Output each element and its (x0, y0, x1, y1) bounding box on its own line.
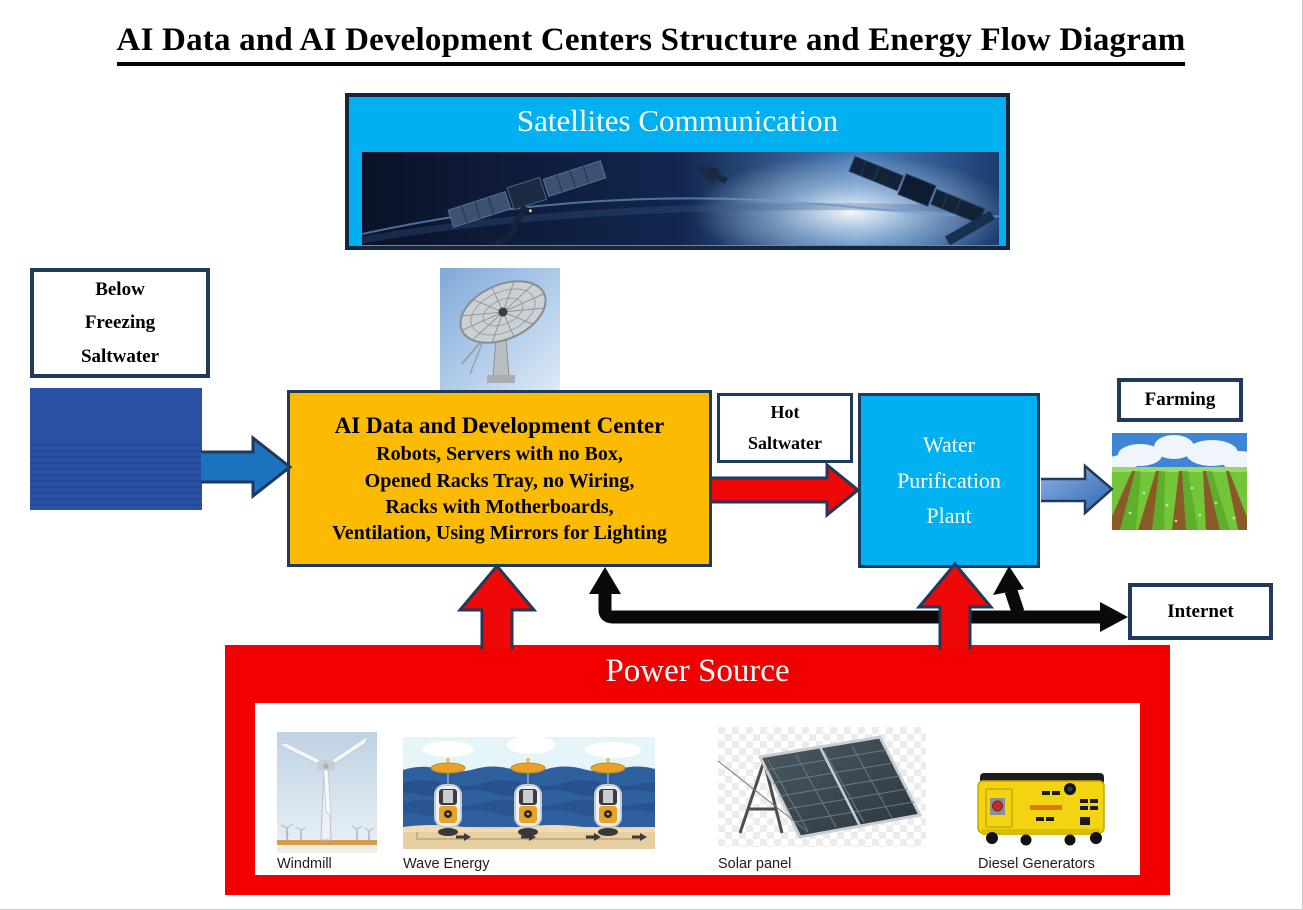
solar-panel-image (718, 727, 926, 847)
wave-device-icon (430, 758, 626, 836)
wave-energy-caption: Wave Energy (403, 856, 490, 872)
below-freezing-box: Below Freezing Saltwater (30, 268, 210, 378)
solar-panel-caption: Solar panel (718, 856, 792, 872)
hot-saltwater-box: Hot Saltwater (717, 393, 853, 463)
ai-center-box: AI Data and Development Center Robots, S… (287, 390, 712, 567)
internet-box: Internet (1128, 583, 1273, 640)
arrow-ocean-to-center (201, 434, 293, 500)
dish-icon (459, 280, 547, 344)
satellites-title: Satellites Communication (516, 103, 839, 138)
diesel-generators-image (977, 773, 1105, 846)
water-purification-plant-box: Water Purification Plant (858, 393, 1040, 568)
farming-image (1112, 433, 1247, 530)
ocean-image (30, 388, 202, 510)
page-title: AI Data and AI Development Centers Struc… (0, 22, 1302, 66)
arrow-center-to-plant (712, 461, 861, 519)
ai-center-title: AI Data and Development Center (334, 413, 665, 439)
windmill-caption: Windmill (277, 856, 332, 872)
arrow-plant-to-farming (1041, 463, 1114, 516)
satellite-icon (944, 210, 996, 245)
arrow-power-to-plant (915, 561, 995, 649)
internet-connector-arrow (589, 566, 1128, 632)
power-source-title: Power Source (605, 653, 790, 689)
satellite-icon (447, 160, 607, 245)
windmill-image (277, 732, 377, 853)
power-source-box: Power Source (225, 645, 1170, 895)
wave-energy-image (403, 737, 655, 849)
farming-box: Farming (1117, 378, 1243, 422)
satellite-icon (696, 164, 728, 184)
diesel-generators-caption: Diesel Generators (978, 856, 1095, 872)
satellites-image (362, 152, 999, 245)
arrow-power-to-center (456, 563, 538, 649)
satellite-dish-image (440, 268, 560, 390)
satellites-communication-box: Satellites Communication (345, 93, 1010, 250)
